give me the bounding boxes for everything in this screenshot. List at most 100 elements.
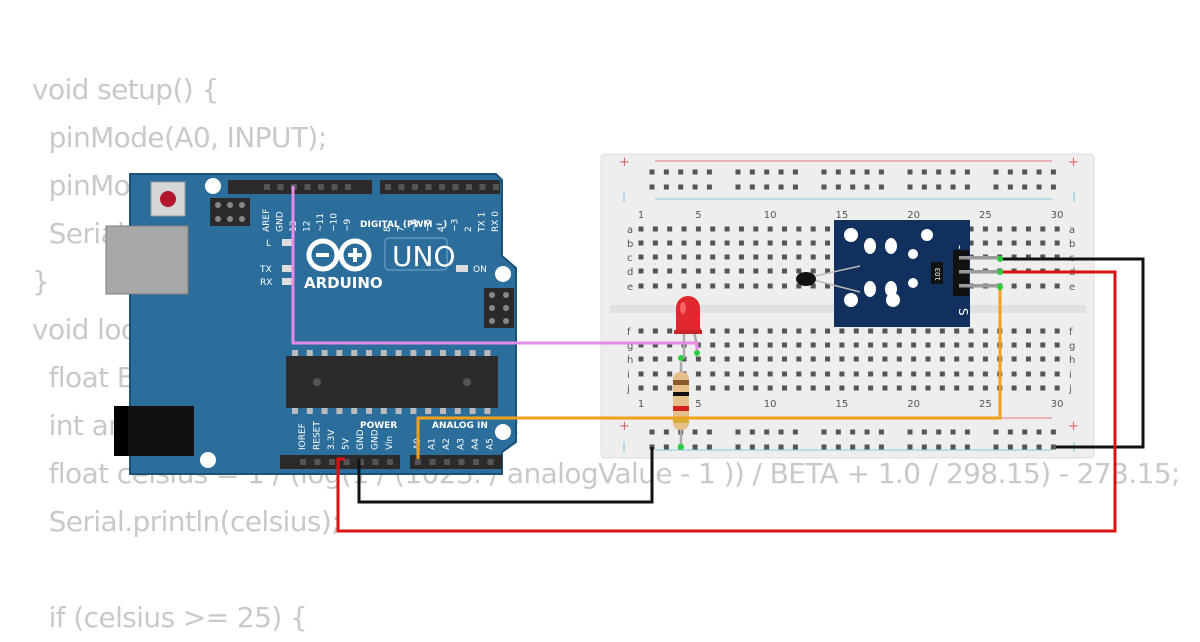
- power-pin-label: IOREF: [298, 423, 308, 450]
- row-letter: f: [1069, 327, 1073, 338]
- column-number: 5: [695, 210, 701, 221]
- power-pin-label: 3.3V: [327, 429, 337, 450]
- icsp-header-top: [210, 198, 250, 226]
- column-number: 15: [836, 210, 849, 221]
- header-pin: [264, 184, 270, 190]
- power-pin-label: GND: [356, 429, 366, 450]
- code-line: pinMode(A0, INPUT);: [32, 121, 328, 154]
- row-letter: e: [1069, 282, 1075, 293]
- digital-pin-label: ~11: [316, 213, 326, 232]
- model-label: UNO: [392, 240, 455, 273]
- column-number: 30: [1051, 399, 1064, 410]
- wire-gnd-sensor[interactable]: [1000, 257, 1145, 449]
- row-letter: f: [627, 327, 631, 338]
- atmega-chip: [286, 356, 498, 408]
- mount-hole: [200, 452, 216, 468]
- header-pin: [385, 184, 391, 190]
- column-number: 20: [907, 399, 920, 410]
- analog-label: ANALOG IN: [432, 421, 488, 431]
- brand-label: ARDUINO: [304, 274, 383, 292]
- analog-pin-header[interactable]: [410, 455, 502, 469]
- header-pin: [493, 184, 499, 190]
- header-pin: [439, 184, 445, 190]
- mount-hole: [495, 424, 511, 440]
- mount-hole: [495, 266, 511, 282]
- header-pin: [479, 184, 486, 190]
- digital-pin-label: 7: [397, 226, 407, 232]
- resistor[interactable]: [673, 362, 689, 447]
- digital-pin-label: ~5: [424, 219, 434, 232]
- column-number: 25: [979, 399, 992, 410]
- code-line: if (celsius >= 25) {: [32, 601, 308, 634]
- header-pin: [412, 184, 418, 190]
- mount-hole: [205, 178, 221, 194]
- digital-pin-label: 8: [383, 226, 393, 232]
- digital-pin-label: ~6: [410, 218, 420, 232]
- rail-plus-label: +: [1068, 419, 1079, 434]
- power-pin-label: 5V: [342, 437, 352, 450]
- digital-label: DIGITAL (PWM ~): [360, 220, 447, 230]
- row-letter: c: [627, 253, 633, 264]
- rx-label: RX: [260, 278, 272, 288]
- column-number: 1: [638, 399, 644, 410]
- row-letter: b: [627, 239, 633, 250]
- header-pin: [466, 184, 472, 190]
- digital-pin-label: 4: [437, 226, 447, 232]
- power-pin-label: RESET: [313, 421, 323, 450]
- thermistor: [796, 272, 816, 286]
- row-letter: j: [626, 384, 630, 395]
- analog-pin-label: A2: [442, 438, 452, 450]
- row-letter: d: [627, 267, 633, 278]
- digital-pin-label: AREF: [262, 209, 272, 232]
- code-line: }: [32, 265, 50, 298]
- digital-pin-label: ~9: [343, 218, 353, 232]
- wire-pin13[interactable]: [291, 186, 699, 352]
- temperature-sensor-module[interactable]: 103 - S: [796, 220, 999, 327]
- column-number: 15: [836, 399, 849, 410]
- digital-pin-label: TX 1: [478, 212, 488, 233]
- column-number: 10: [764, 399, 777, 410]
- wire-signal[interactable]: [416, 287, 1002, 459]
- header-pin: [398, 184, 405, 190]
- analog-pin-label: A5: [486, 438, 496, 450]
- arduino-logo: [306, 238, 372, 272]
- usb-connector: [105, 225, 189, 295]
- power-pin-label: Vin: [385, 436, 395, 450]
- wires[interactable]: [291, 186, 1145, 533]
- column-number: 20: [907, 210, 920, 221]
- on-label: ON: [473, 265, 487, 275]
- digital-pin-label: GND: [276, 211, 286, 232]
- code-line: Serial.println(celsius);: [32, 505, 341, 538]
- row-letter: b: [1069, 239, 1075, 250]
- power-label: POWER: [360, 421, 397, 431]
- wire-vcc[interactable]: [336, 270, 1117, 533]
- row-letter: a: [1069, 225, 1075, 236]
- column-number: 10: [764, 210, 777, 221]
- header-pin: [345, 184, 351, 190]
- sensor-minus-label: -: [953, 245, 967, 249]
- row-letter: j: [1068, 384, 1072, 395]
- header-pin: [277, 184, 284, 190]
- row-letter: i: [1069, 370, 1072, 381]
- chip-pins: [292, 350, 491, 414]
- header-pin: [331, 184, 338, 190]
- header-pin: [452, 184, 459, 190]
- l-label: L: [266, 239, 271, 249]
- column-number: 1: [638, 210, 644, 221]
- tx-label: TX: [259, 265, 272, 275]
- analog-pin-label: A1: [428, 438, 438, 450]
- row-letter: g: [627, 341, 633, 352]
- digital-pin-label: ~3: [451, 219, 461, 232]
- code-line: void setup() {: [32, 73, 219, 106]
- sensor-s-label: S: [956, 308, 970, 316]
- wire-gnd-arduino[interactable]: [357, 447, 654, 504]
- red-led[interactable]: [674, 296, 702, 359]
- icsp-header-right: [484, 288, 514, 328]
- power-pin-header[interactable]: [280, 455, 400, 469]
- digital-pin-label: 12: [303, 221, 313, 232]
